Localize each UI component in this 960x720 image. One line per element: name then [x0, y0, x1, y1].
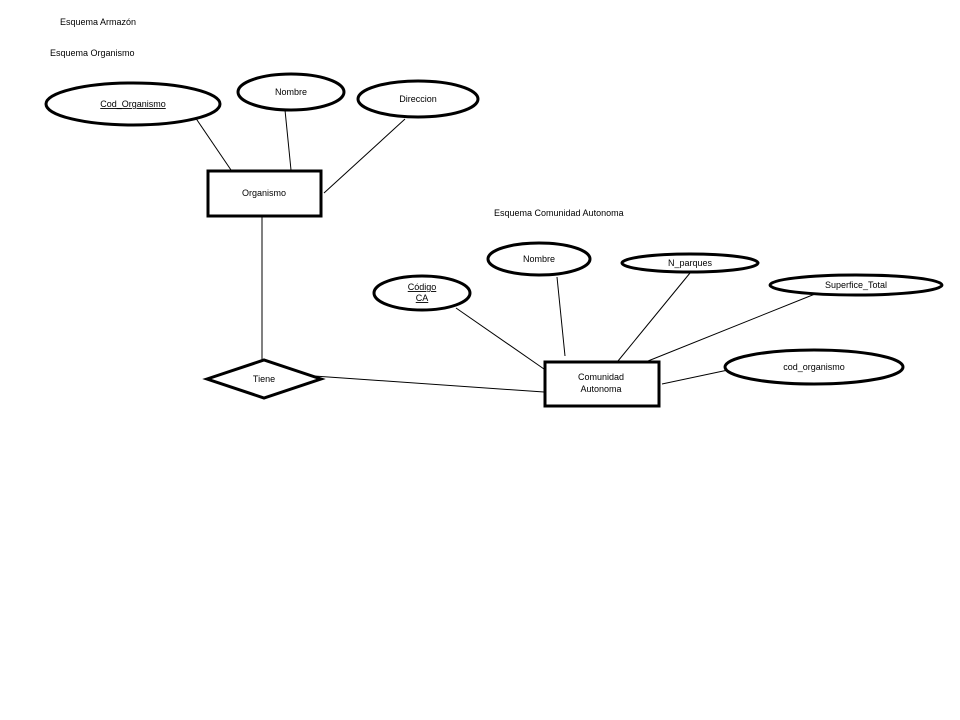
connector-nombre-ca [556, 276, 566, 357]
entity-comunidad-label-1: Comunidad [578, 372, 624, 382]
attribute-direccion-label: Direccion [399, 94, 437, 104]
connector-n-parques [617, 272, 691, 362]
attribute-cod-organismo-fk[interactable]: cod_organismo [723, 348, 905, 386]
attribute-direccion[interactable]: Direccion [356, 79, 480, 119]
connector-nombre-org [284, 109, 292, 171]
attribute-codigo-ca-label-2: CA [416, 293, 429, 303]
relationship-tiene[interactable]: Tiene [202, 358, 326, 400]
attribute-n-parques[interactable]: N_parques [620, 252, 760, 274]
entity-organismo-label: Organismo [242, 188, 286, 198]
attribute-superficie-total[interactable]: Superfice_Total [768, 273, 944, 297]
attribute-nombre-ca[interactable]: Nombre [486, 241, 592, 277]
heading-esquema-comunidad: Esquema Comunidad Autonoma [494, 208, 624, 218]
entity-comunidad-autonoma[interactable]: Comunidad Autonoma [543, 360, 661, 408]
attribute-codigo-ca-label-1: Código [408, 282, 437, 292]
attribute-nombre-ca-label: Nombre [523, 254, 555, 264]
attribute-nombre-organismo[interactable]: Nombre [236, 72, 346, 112]
attribute-cod-organismo-fk-label: cod_organismo [783, 362, 845, 372]
attribute-superficie-total-label: Superfice_Total [825, 280, 887, 290]
relationship-tiene-label: Tiene [253, 374, 275, 384]
attribute-cod-organismo-label: Cod_Organismo [100, 99, 166, 109]
attribute-cod-organismo[interactable]: Cod_Organismo [44, 81, 222, 127]
connector-superficie-total [647, 293, 816, 362]
entity-comunidad-label-2: Autonoma [580, 384, 621, 394]
connector-cod-organismo [194, 116, 232, 171]
connector-direccion [323, 118, 406, 194]
heading-esquema-organismo: Esquema Organismo [50, 48, 135, 58]
connector-cod-organismo-fk [661, 369, 729, 385]
attribute-n-parques-label: N_parques [668, 258, 713, 268]
entity-organismo[interactable]: Organismo [206, 169, 323, 218]
attribute-nombre-organismo-label: Nombre [275, 87, 307, 97]
connector-codigo-ca [455, 307, 545, 370]
attribute-codigo-ca[interactable]: Código CA [372, 274, 472, 312]
heading-esquema-armazon: Esquema Armazón [60, 17, 137, 27]
connector-tiene-comunidad [313, 375, 545, 393]
